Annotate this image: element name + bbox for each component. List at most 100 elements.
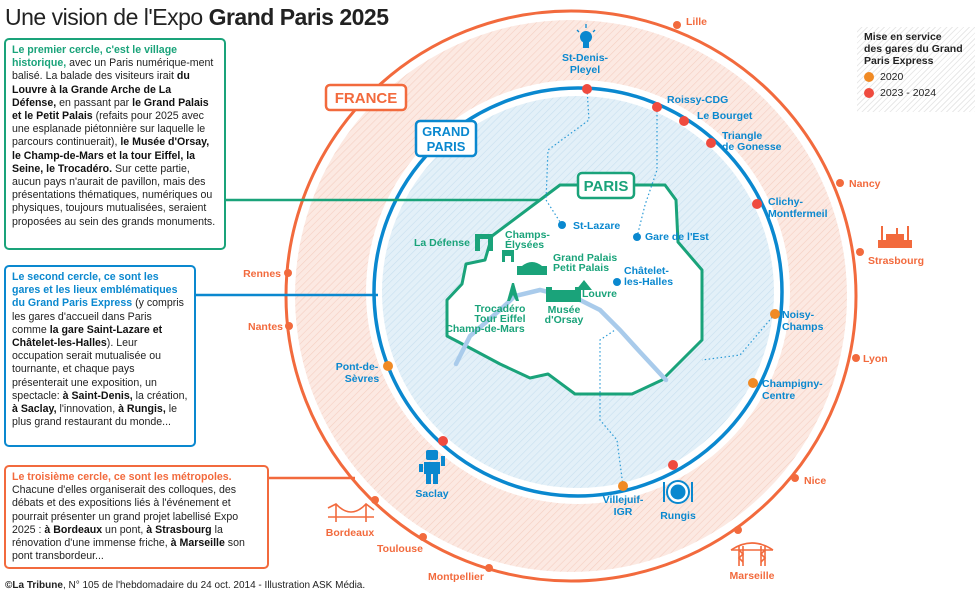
box-heading: Le second cercle, ce sont les gares et l… — [12, 271, 178, 310]
rer-links — [545, 88, 776, 487]
city-dot — [791, 474, 799, 482]
legend-item-2023-2024: 2023 - 2024 — [864, 87, 968, 99]
arc-de-triomphe-icon — [502, 250, 514, 262]
box-highlight: à Marseille — [170, 537, 225, 550]
station-saclay: Saclay — [415, 488, 448, 500]
credits: ©La Tribune, N° 105 de l'hebdomadaire du… — [5, 580, 365, 591]
station-dot — [652, 102, 662, 112]
city-toulouse: Toulouse — [377, 543, 423, 555]
station-gare-de-l-est: Gare de l'Est — [645, 231, 709, 243]
station-roissy-cdg: Roissy-CDG — [667, 94, 728, 106]
box-text: (y compris les gares d'accueil dans Pari… — [12, 297, 184, 336]
grand-paris-label-box: GRAND PARIS — [414, 119, 478, 158]
station-le-bourget: Le Bourget — [697, 110, 753, 122]
eiffel-tower-icon — [507, 283, 519, 301]
page-title: Une vision de l'Expo Grand Paris 2025 — [5, 4, 389, 31]
station-dot — [706, 138, 716, 148]
box-heading: Le troisième cercle, ce sont les métropo… — [12, 471, 232, 483]
box-highlight: à Saclay, — [12, 403, 57, 416]
station-st-lazare: St-Lazare — [573, 220, 620, 232]
robot-icon — [419, 450, 445, 484]
legend: Mise en service des gares du Grand Paris… — [857, 27, 975, 112]
city-marseille: Marseille — [730, 570, 775, 582]
plate-icon — [663, 480, 693, 504]
box-text: l'innovation, — [56, 403, 119, 416]
city-montpellier: Montpellier — [428, 571, 484, 583]
musee-d-orsay-icon — [546, 287, 581, 302]
grand-paris-circle-description: Le second cercle, ce sont les gares et l… — [4, 265, 196, 447]
city-dot — [852, 354, 860, 362]
city-dot — [734, 526, 742, 534]
lightbulb-icon — [576, 24, 596, 48]
city-lyon: Lyon — [863, 353, 888, 365]
grand-paris-label: PARIS — [427, 139, 466, 154]
paris-label-box: PARIS — [576, 171, 636, 200]
station-st-denis-pleyel: St-Denis-Pleyel — [562, 52, 609, 76]
credits-text: , N° 105 de l'hebdomadaire du 24 oct. 20… — [62, 580, 366, 591]
box-text: un pont, — [102, 523, 147, 536]
box-text: la rénovation d'une immense friche, — [12, 523, 223, 550]
box-highlight: du Louvre à la Grande Arche de La Défens… — [12, 70, 190, 109]
box-text: la création, — [132, 389, 188, 402]
transporter-bridge-icon — [730, 542, 774, 566]
city-nancy: Nancy — [849, 178, 881, 190]
box-text: (refaits pour 2025 avec une esplanade pi… — [12, 110, 206, 149]
station-dot — [748, 378, 758, 388]
station-dot — [618, 481, 628, 491]
city-dot — [856, 248, 864, 256]
station-noisy-champs: Noisy-Champs — [782, 309, 824, 333]
city-rennes: Rennes — [243, 268, 281, 280]
grand-palais-icon — [517, 262, 547, 275]
city-dot — [485, 564, 493, 572]
box-text: ). Leur occupation serait mutualisée ou … — [12, 337, 161, 402]
station-dot — [438, 436, 448, 446]
legend-title-line: des gares du Grand — [864, 43, 963, 55]
city-dot — [284, 269, 292, 277]
grande-arche-icon — [475, 234, 493, 251]
france-label-box: FRANCE — [324, 83, 408, 112]
box-highlight: à Rungis, — [118, 403, 166, 416]
title-light: Une vision de l'Expo — [5, 4, 209, 30]
factory-icon — [878, 226, 912, 248]
france-label: FRANCE — [335, 90, 398, 107]
box-highlight: à Strasbourg — [146, 523, 212, 536]
city-dot — [673, 21, 681, 29]
city-dot — [285, 322, 293, 330]
credits-source: ©La Tribune — [5, 580, 63, 591]
city-lille: Lille — [686, 16, 707, 28]
city-dot — [371, 496, 379, 504]
city-bordeaux: Bordeaux — [326, 527, 375, 539]
station-champigny-centre: Champigny-Centre — [762, 378, 823, 402]
suspension-bridge-icon — [327, 502, 375, 522]
box-highlight: le Grand Palais et le Petit Palais — [12, 96, 209, 123]
paris-label: PARIS — [584, 178, 629, 195]
legend-label: 2023 - 2024 — [880, 87, 937, 99]
station-dot — [668, 460, 678, 470]
station-dot — [558, 221, 566, 229]
city-dot — [836, 179, 844, 187]
box-text: Chacune d'elles organiserait des colloqu… — [12, 484, 239, 536]
box-highlight: le Musée d'Orsay, le Champ-de-Mars et la… — [12, 136, 210, 175]
legend-title-line: Mise en service — [864, 31, 942, 43]
box-text: en passant par — [56, 96, 133, 109]
station-clichy-montfermeil: Clichy-Montfermeil — [768, 196, 828, 220]
monument-la-defense: La Défense — [414, 237, 470, 249]
station-dot — [633, 233, 641, 241]
station-dot — [752, 199, 762, 209]
orange-dot-icon — [864, 72, 874, 82]
city-dot — [419, 533, 427, 541]
box-highlight: à Saint-Denis, — [62, 389, 133, 402]
city-nice: Nice — [804, 475, 826, 487]
legend-title: Mise en service des gares du Grand Paris… — [864, 31, 968, 67]
station-dot — [383, 361, 393, 371]
station-villejuif-igr: Villejuif-IGR — [603, 494, 644, 518]
box-highlight: à Bordeaux — [44, 523, 103, 536]
monument-champs-elysees: Champs-Élysées — [505, 229, 550, 251]
station-dot — [770, 309, 780, 319]
france-circle-description: Le troisième cercle, ce sont les métropo… — [4, 465, 269, 569]
box-text: le plus grand restaurant du monde... — [12, 403, 177, 429]
box-heading: Le premier cercle, c'est le village hist… — [12, 44, 178, 70]
